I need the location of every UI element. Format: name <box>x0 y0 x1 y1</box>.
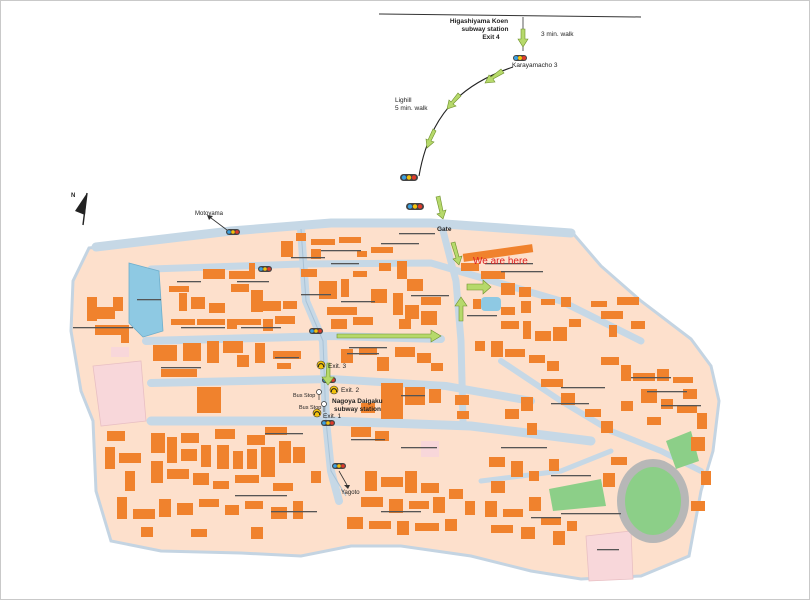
athletic-field-grass <box>625 467 681 535</box>
walk-arrow-icon <box>466 279 492 295</box>
walk-arrow-icon <box>336 329 442 343</box>
direction-arrow-icon <box>207 215 213 220</box>
traffic-light-icon <box>400 174 418 181</box>
motoyama-pointer <box>210 217 228 231</box>
building-labels <box>73 233 701 551</box>
traffic-light-icon <box>309 328 323 334</box>
bus-stop-icon <box>316 389 322 400</box>
walk-arrow-icon <box>454 296 468 322</box>
walk-3min-label: 3 min. walk <box>541 31 574 38</box>
loop-road <box>478 448 614 484</box>
middle-road <box>147 374 535 405</box>
lighthill-label-1: Lighill <box>395 97 412 104</box>
walk-arrow-icon <box>517 28 529 48</box>
pink-lot <box>111 347 129 357</box>
yagoto-pointer <box>338 470 348 486</box>
walk-route-curve <box>418 66 514 177</box>
we-are-here-label: We are here <box>473 256 528 267</box>
north-south-road-east <box>437 219 467 425</box>
svg-text:N: N <box>71 193 75 199</box>
traffic-light-icon <box>321 420 335 426</box>
walk-arrow-icon <box>425 128 437 149</box>
higashiyama-station-label-1: Higashiyama Koen <box>450 18 508 25</box>
exit-1-label: Exit. 1 <box>323 413 341 420</box>
bus-stop-label-2: Bus Stop <box>299 405 321 411</box>
pink-field-south <box>585 530 634 582</box>
subway-exit-icon <box>312 408 322 418</box>
north-road <box>91 218 576 252</box>
traffic-light-icon <box>332 463 346 469</box>
green-field <box>666 431 699 469</box>
walk-arrow-icon <box>484 68 505 84</box>
traffic-light-icon <box>258 266 272 272</box>
pink-field-west <box>92 360 147 427</box>
traffic-light-icon <box>406 203 424 210</box>
bus-stop-icon <box>321 401 327 412</box>
walk-arrow-icon <box>446 92 462 110</box>
bus-stop-label-1: Bus Stop <box>293 393 315 399</box>
yagoto-label: Yagoto <box>341 490 360 496</box>
exit-3-label: Exit. 3 <box>328 363 346 370</box>
nagoya-daigaku-label-1: Nagoya Daigaku <box>332 398 383 405</box>
walk-arrow-icon <box>321 362 335 386</box>
walk-arrow-icon <box>450 241 463 266</box>
north-arrow-icon: N <box>71 192 88 226</box>
pink-lot <box>421 441 439 457</box>
karayamacho-label: Karayamacho 3 <box>512 62 558 69</box>
direction-arrow-icon <box>344 485 350 489</box>
pond-small <box>481 297 501 311</box>
traffic-light-icon <box>226 229 240 235</box>
subway-exit-icon <box>329 385 339 395</box>
main-street-line <box>378 13 642 18</box>
exit-2-label: Exit. 2 <box>341 387 359 394</box>
motoyama-label: Motoyama <box>195 211 224 217</box>
walk-arrow-icon <box>435 195 447 220</box>
subway-exit-icon <box>316 360 326 370</box>
gate-label: Gate <box>437 226 452 233</box>
traffic-light-icon <box>513 55 527 61</box>
higashiyama-station-label-3: Exit 4 <box>482 34 500 41</box>
lighthill-label-2: 5 min. walk <box>395 105 428 112</box>
green-field <box>549 479 606 511</box>
buildings <box>87 233 711 545</box>
nagoya-daigaku-label-2: subway station <box>334 406 381 413</box>
higashiyama-station-label-2: subway station <box>462 26 509 33</box>
